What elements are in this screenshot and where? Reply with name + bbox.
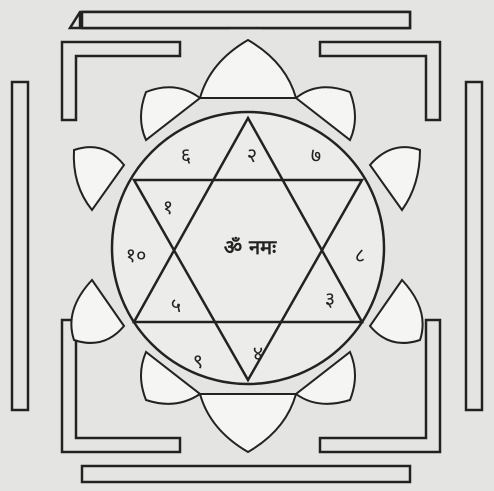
number-bottom-left: ९ <box>193 349 203 373</box>
number-bottom: ४ <box>253 341 263 365</box>
number-top-right: ७ <box>311 143 321 167</box>
number-top: २ <box>247 143 257 167</box>
number-lower-left: ५ <box>171 293 181 317</box>
number-left: १० <box>126 243 147 267</box>
number-top-left: ६ <box>181 143 191 167</box>
number-lower-right: ३ <box>325 287 335 311</box>
number-right: ८ <box>355 243 365 267</box>
center-mantra: ॐ नमः <box>224 235 277 259</box>
number-upper-left: १ <box>163 195 173 219</box>
